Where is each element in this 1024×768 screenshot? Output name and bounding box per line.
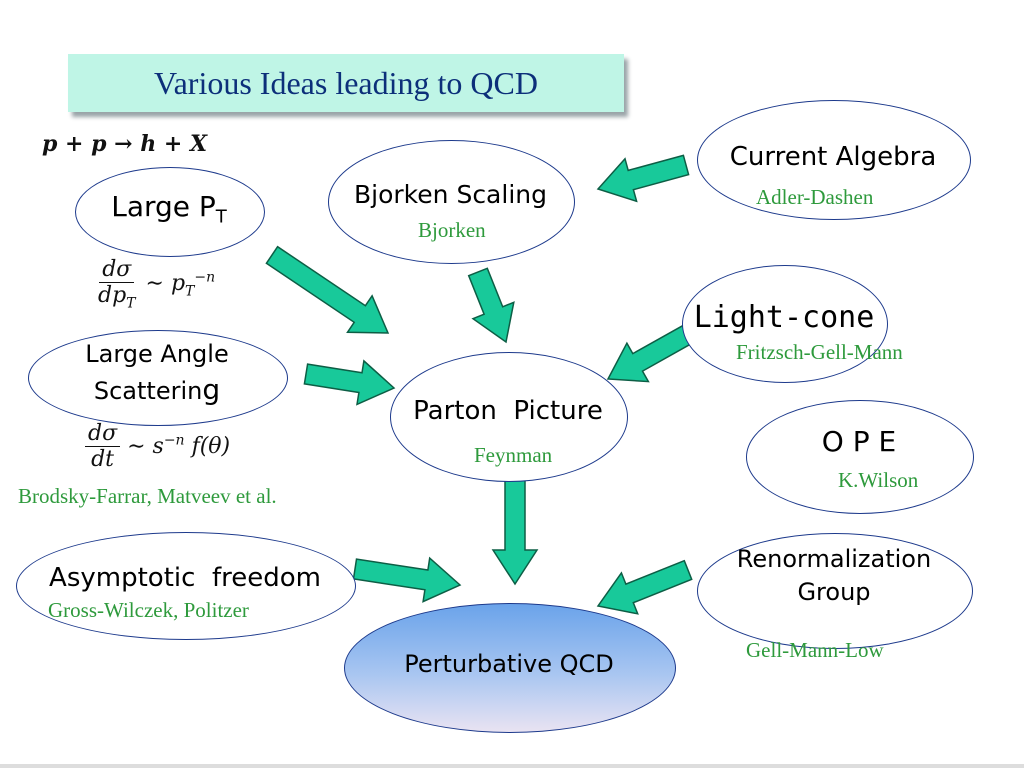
pt-rel-base: ∼ p — [145, 271, 186, 297]
angle-fraction: dσ dt — [85, 421, 121, 472]
parton-author: Feynman — [474, 443, 553, 467]
large-angle-line2-end: g — [202, 373, 221, 406]
pt-rel-sub: T — [185, 283, 195, 300]
pt-rel-sup: −n — [194, 269, 216, 286]
ope-node — [746, 400, 974, 514]
angle-fraction-num: dσ — [85, 421, 121, 447]
arrow-current-algebra — [596, 154, 690, 203]
light-cone-label: Light-cone — [693, 300, 875, 335]
pt-fraction-num: dσ — [99, 257, 135, 283]
large-pt-node — [75, 167, 265, 257]
parton-picture-node — [390, 352, 628, 482]
perturbative-qcd-node — [344, 603, 676, 733]
arrow-renormalization — [596, 559, 693, 615]
pt-fraction: dσ dpT — [95, 257, 139, 311]
large-angle-line2: Scattering — [28, 373, 286, 406]
renormalization-node — [697, 533, 973, 649]
arrow-light-cone — [606, 323, 696, 383]
large-angle-node — [28, 330, 288, 426]
pt-relation: ∼ pT−n — [145, 269, 216, 300]
arrow-parton-down — [491, 479, 539, 586]
bjorken-scaling-label: Bjorken Scaling — [354, 180, 547, 209]
pt-den-sub: T — [126, 295, 136, 312]
parton-picture-label: Parton Picture — [413, 396, 603, 426]
light-cone-author: Fritzsch-Gell-Mann — [736, 340, 903, 364]
ope-label: O P E — [821, 425, 897, 458]
renormalization-line2: Group — [797, 578, 871, 606]
arrow-asymptotic — [352, 556, 462, 603]
pt-fraction-den: dpT — [95, 283, 139, 311]
angle-rel-base: ∼ s — [127, 433, 164, 459]
large-angle-authors: Brodsky-Farrar, Matveev et al. — [18, 484, 277, 508]
bjorken-author: Bjorken — [418, 218, 486, 242]
perturbative-qcd-label: Perturbative QCD — [404, 650, 614, 678]
asymptotic-freedom-node — [16, 532, 356, 640]
angle-fraction-den: dt — [91, 447, 115, 472]
pt-formula: dσ dpT ∼ pT−n — [95, 257, 215, 311]
angle-rel-tail: f(θ) — [191, 433, 231, 459]
current-algebra-node — [697, 100, 971, 220]
ope-author: K.Wilson — [838, 468, 919, 492]
angle-formula: dσ dt ∼ s−n f(θ) — [85, 421, 230, 472]
angle-rel-sup: −n — [163, 432, 185, 449]
slide-title: Various Ideas leading to QCD — [154, 64, 538, 101]
renormalization-author: Gell-Mann-Low — [746, 638, 884, 662]
light-cone-node — [682, 265, 888, 383]
large-angle-line2-text: Scatterin — [93, 377, 203, 405]
bjorken-scaling-node — [328, 140, 575, 264]
large-pt-main: Large P — [111, 190, 216, 223]
title-box: Various Ideas leading to QCD — [68, 54, 624, 112]
current-algebra-label: Current Algebra — [729, 142, 937, 172]
current-algebra-author: Adler-Dashen — [756, 185, 874, 209]
large-pt-label: Large PT — [75, 190, 263, 228]
large-angle-line1: Large Angle — [85, 340, 229, 368]
arrow-group — [265, 154, 696, 615]
pt-den-base: dp — [98, 283, 127, 308]
angle-relation: ∼ s−n f(θ) — [127, 432, 231, 459]
bottom-rule — [0, 764, 1024, 768]
arrow-large-pt — [265, 245, 390, 334]
asymptotic-author: Gross-Wilczek, Politzer — [48, 598, 249, 622]
arrow-large-angle — [303, 359, 396, 406]
asymptotic-freedom-label: Asymptotic freedom — [49, 563, 321, 593]
large-pt-sub: T — [215, 206, 227, 228]
arrow-bjorken — [467, 267, 515, 344]
renormalization-line1: Renormalization — [736, 545, 932, 573]
reaction-formula: p + p → h + X — [42, 131, 208, 157]
